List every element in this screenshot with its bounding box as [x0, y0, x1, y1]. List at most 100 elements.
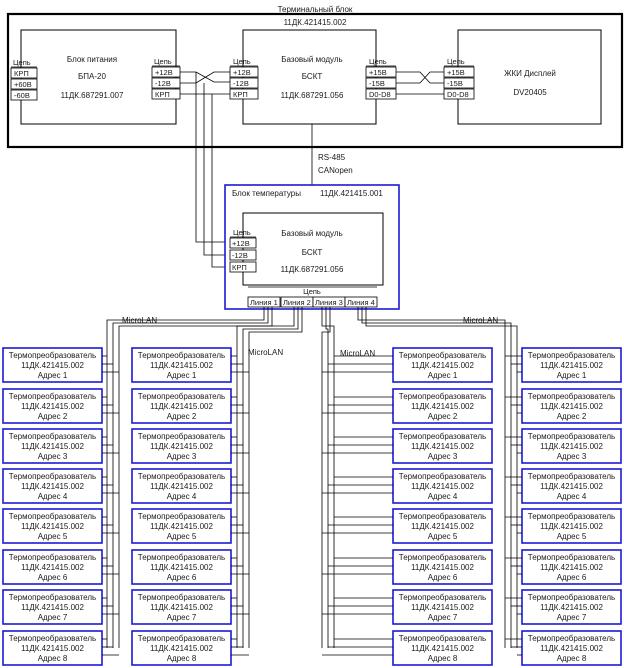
pin-label-chain: Цепь: [154, 57, 172, 66]
pin-label: -12В: [232, 251, 248, 260]
sensor-box: Термопреобразователь11ДК.421415.002Адрес…: [392, 388, 493, 424]
pin-label: +60В: [14, 80, 32, 89]
pin-label: КРП: [155, 90, 170, 99]
sensor-address: Адрес 7: [167, 613, 197, 622]
sensor-address: Адрес 4: [557, 492, 587, 501]
sensor-code: 11ДК.421415.002: [150, 442, 213, 451]
sensor-address: Адрес 8: [557, 654, 587, 663]
base-inner-title: Базовый модуль: [281, 229, 342, 238]
sensor-address: Адрес 2: [38, 412, 68, 421]
sensor-code: 11ДК.421415.002: [411, 522, 474, 531]
sensor-box: Термопреобразователь11ДК.421415.002Адрес…: [2, 508, 103, 544]
sensor-code: 11ДК.421415.002: [150, 482, 213, 491]
power-wires: [180, 71, 230, 95]
sensor-address: Адрес 6: [167, 573, 197, 582]
bus-wire: [118, 307, 273, 648]
sensor-box: Термопреобразователь11ДК.421415.002Адрес…: [392, 630, 493, 666]
power-block: [20, 29, 177, 125]
power-drop-wires: [195, 72, 230, 268]
line-label: Линия 3: [315, 298, 343, 307]
sensor-name: Термопреобразователь: [528, 432, 615, 441]
lines-connector: Цепь Линия 1 Линия 2 Линия 3 Линия 4: [247, 286, 378, 308]
lcd-display-title: ЖКИ Дисплей: [504, 69, 556, 78]
sensor-box: Термопреобразователь11ДК.421415.002Адрес…: [521, 388, 622, 424]
sensor-name: Термопреобразователь: [9, 392, 96, 401]
sensor-code: 11ДК.421415.002: [540, 522, 603, 531]
line-label: Линия 4: [347, 298, 375, 307]
sensor-groups: Термопреобразователь11ДК.421415.002Адрес…: [2, 347, 622, 666]
sensor-address: Адрес 4: [428, 492, 458, 501]
sensor-address: Адрес 3: [428, 452, 458, 461]
pin-label: -15В: [447, 79, 463, 88]
sensor-address: Адрес 8: [428, 654, 458, 663]
sensor-address: Адрес 5: [557, 532, 587, 541]
sensor-address: Адрес 4: [38, 492, 68, 501]
sensor-box: Термопреобразователь11ДК.421415.002Адрес…: [2, 388, 103, 424]
sensor-code: 11ДК.421415.002: [411, 563, 474, 572]
terminal-block-frame: [6, 12, 624, 149]
sensor-box: Термопреобразователь11ДК.421415.002Адрес…: [131, 468, 232, 504]
sensor-box: Термопреобразователь11ДК.421415.002Адрес…: [392, 347, 493, 383]
sensor-address: Адрес 8: [167, 654, 197, 663]
sensor-code: 11ДК.421415.002: [540, 361, 603, 370]
sensor-code: 11ДК.421415.002: [540, 644, 603, 653]
temperature-block-code: 11ДК.421415.001: [320, 189, 383, 198]
sensor-address: Адрес 1: [428, 371, 458, 380]
sensor-name: Термопреобразователь: [138, 553, 225, 562]
base-module-model: БСКТ: [302, 72, 323, 81]
sensor-code: 11ДК.421415.002: [540, 482, 603, 491]
bus-wire: [106, 307, 265, 648]
sensor-box: Термопреобразователь11ДК.421415.002Адрес…: [392, 589, 493, 625]
sensor-box: Термопреобразователь11ДК.421415.002Адрес…: [521, 428, 622, 464]
sensor-name: Термопреобразователь: [9, 432, 96, 441]
sensor-box: Термопреобразователь11ДК.421415.002Адрес…: [392, 508, 493, 544]
sensor-code: 11ДК.421415.002: [21, 603, 84, 612]
power-block-title: Блок питания: [67, 55, 117, 64]
sensor-name: Термопреобразователь: [138, 472, 225, 481]
base-inner-left-pins: Цепь +12В -12В КРП: [229, 228, 257, 273]
sensor-box: Термопреобразователь11ДК.421415.002Адрес…: [521, 549, 622, 585]
terminal-block-title: Терминальный блок: [278, 5, 353, 14]
sensor-name: Термопреобразователь: [528, 351, 615, 360]
sensor-box: Термопреобразователь11ДК.421415.002Адрес…: [521, 347, 622, 383]
pin-label-chain: Цепь: [233, 57, 251, 66]
sensor-name: Термопреобразователь: [399, 392, 486, 401]
sensor-box: Термопреобразователь11ДК.421415.002Адрес…: [521, 468, 622, 504]
microlan-label: MicroLAN: [340, 349, 375, 358]
sensor-address: Адрес 1: [38, 371, 68, 380]
sensor-name: Термопреобразователь: [138, 432, 225, 441]
lcd-display-block: [457, 29, 602, 125]
sensor-name: Термопреобразователь: [528, 392, 615, 401]
bus-wire: [112, 307, 269, 648]
pin-label: D0-D8: [369, 90, 391, 99]
sensor-address: Адрес 2: [167, 412, 197, 421]
sensor-box: Термопреобразователь11ДК.421415.002Адрес…: [2, 468, 103, 504]
sensor-box: Термопреобразователь11ДК.421415.002Адрес…: [2, 428, 103, 464]
sensor-name: Термопреобразователь: [399, 472, 486, 481]
base-module-title: Базовый модуль: [281, 55, 342, 64]
sensor-name: Термопреобразователь: [9, 593, 96, 602]
sensor-address: Адрес 6: [428, 573, 458, 582]
sensor-name: Термопреобразователь: [528, 512, 615, 521]
sensor-name: Термопреобразователь: [528, 634, 615, 643]
sensor-address: Адрес 7: [38, 613, 68, 622]
sensor-code: 11ДК.421415.002: [21, 563, 84, 572]
sensor-name: Термопреобразователь: [399, 351, 486, 360]
power-right-pins: Цепь +12В -12В КРП: [151, 57, 181, 100]
sensor-code: 11ДК.421415.002: [21, 361, 84, 370]
bus-wire: [357, 307, 506, 648]
sensor-box: Термопреобразователь11ДК.421415.002Адрес…: [131, 347, 232, 383]
sensor-address: Адрес 3: [38, 452, 68, 461]
lines-connector-chain: Цепь: [303, 287, 321, 296]
sensor-address: Адрес 7: [557, 613, 587, 622]
sensor-address: Адрес 4: [167, 492, 197, 501]
terminal-block-code: 11ДК.421415.002: [284, 18, 347, 27]
sensor-code: 11ДК.421415.002: [540, 442, 603, 451]
bus-wire: [248, 307, 303, 648]
pin-label-chain: Цепь: [369, 57, 387, 66]
sensor-box: Термопреобразователь11ДК.421415.002Адрес…: [131, 589, 232, 625]
sensor-name: Термопреобразователь: [528, 472, 615, 481]
pin-label-chain: Цепь: [233, 228, 251, 237]
bus-wire: [236, 307, 295, 648]
